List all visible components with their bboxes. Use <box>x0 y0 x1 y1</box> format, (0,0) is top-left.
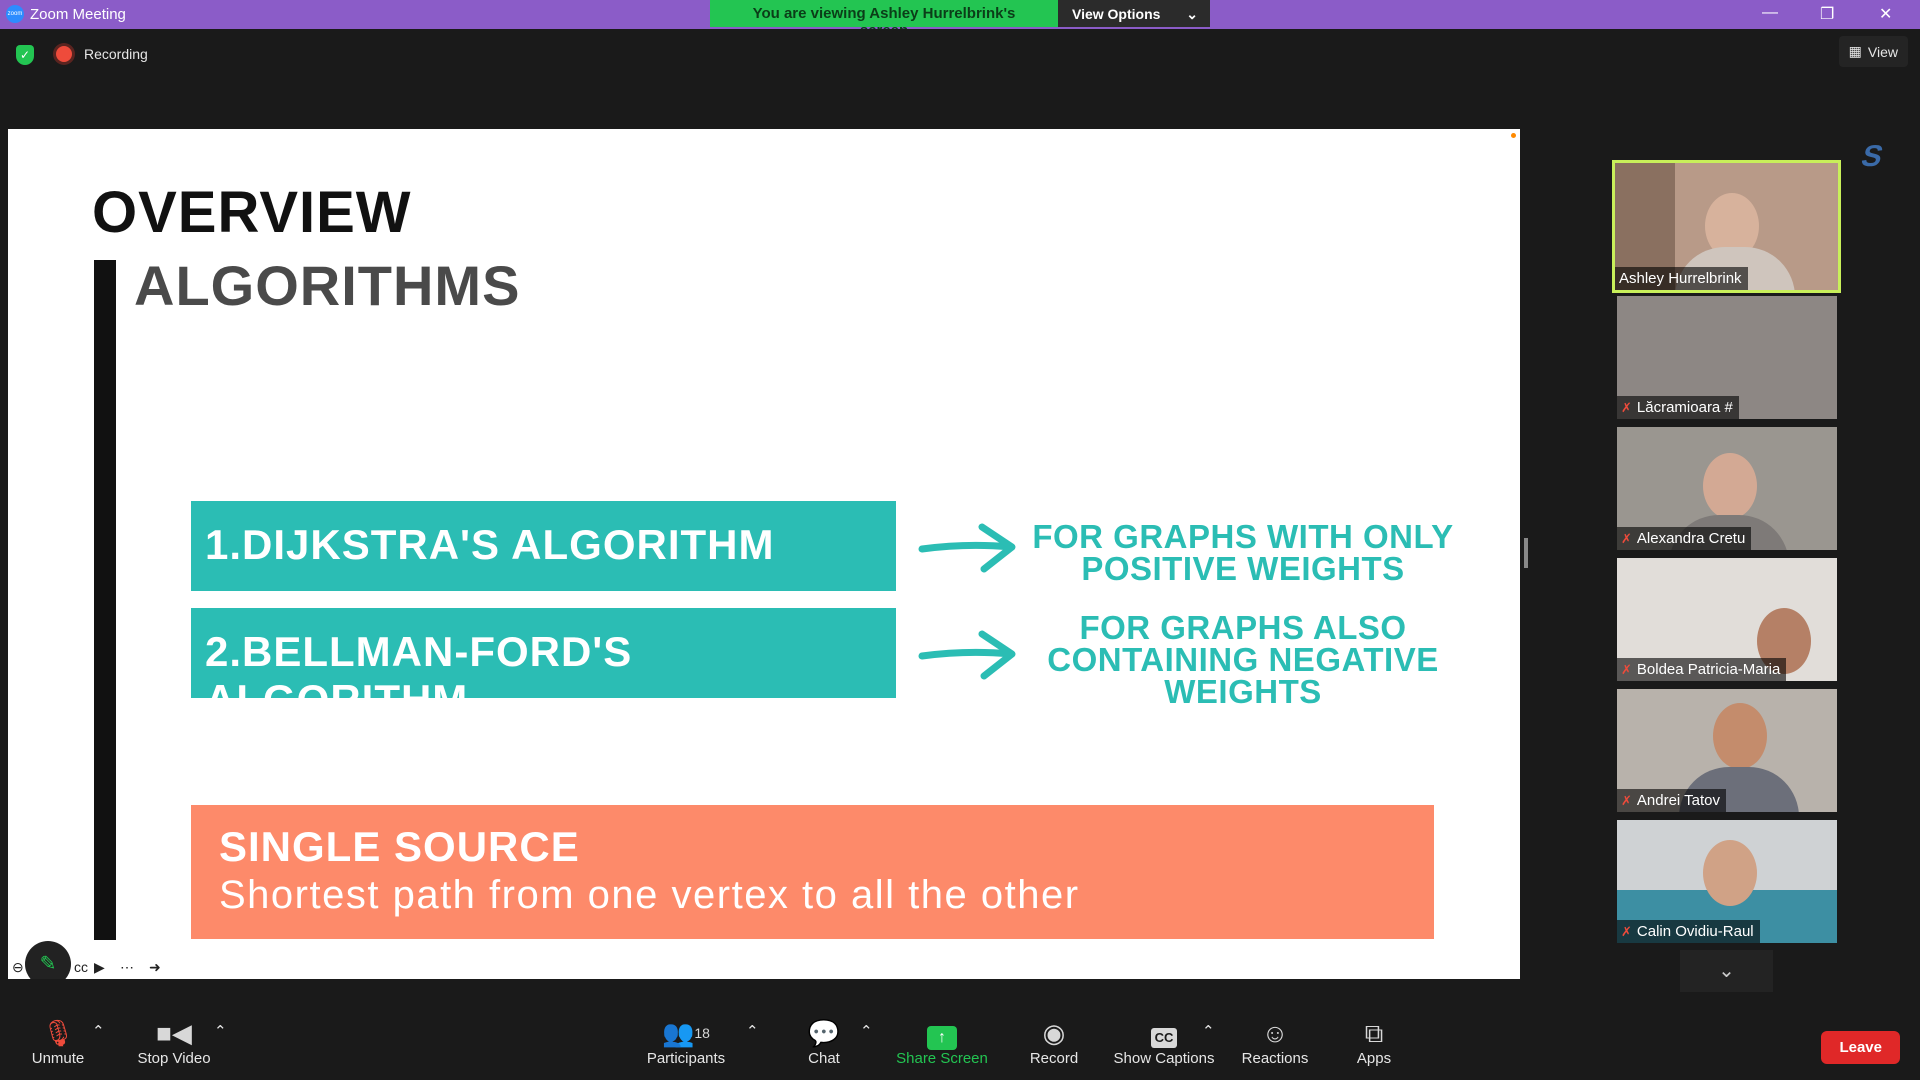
audio-options-caret-icon[interactable]: ⌃ <box>92 1023 105 1040</box>
show-captions-label: Show Captions <box>1113 1050 1215 1067</box>
recording-label: Recording <box>84 46 148 62</box>
recording-indicator[interactable]: Recording <box>56 46 148 62</box>
view-options-button[interactable]: View Options ⌄ <box>1058 0 1210 27</box>
participant-name: ✗ Andrei Tatov <box>1617 789 1727 812</box>
shared-screen-slide: OVERVIEW ALGORITHMS 1.DIJKSTRA'S ALGORIT… <box>8 129 1520 979</box>
stop-video-button[interactable]: ■◀ Stop Video <box>134 1016 214 1067</box>
video-tile[interactable]: Ashley Hurrelbrink <box>1612 160 1841 293</box>
app-title: zoom Zoom Meeting <box>6 5 126 23</box>
stop-video-label: Stop Video <box>137 1050 211 1067</box>
chat-button[interactable]: 💬 Chat <box>800 1016 848 1067</box>
pen-tool-icon[interactable]: ✎ <box>25 941 71 979</box>
participant-name: Ashley Hurrelbrink <box>1615 267 1748 290</box>
captions-icon[interactable]: cc <box>74 959 88 975</box>
minimize-icon[interactable]: — <box>1762 4 1778 21</box>
video-tile[interactable]: ✗ Boldea Patricia-Maria <box>1617 558 1837 681</box>
slide-vertical-bar <box>94 260 116 940</box>
security-shield-icon[interactable]: ✓ <box>16 45 34 65</box>
panel-splitter[interactable] <box>1524 538 1528 568</box>
record-icon: ◉ <box>1042 1018 1066 1048</box>
view-button[interactable]: ▦ View <box>1838 36 1908 67</box>
title-bar: zoom Zoom Meeting You are viewing Ashley… <box>0 0 1920 39</box>
share-screen-label: Share Screen <box>896 1050 988 1067</box>
gallery-scroll-down-button[interactable]: ⌄ <box>1680 950 1773 992</box>
participants-button[interactable]: 👥18 Participants <box>644 1016 728 1067</box>
restore-icon[interactable]: ❐ <box>1820 6 1835 23</box>
mic-muted-icon: ✗ <box>1621 399 1632 415</box>
participants-caret-icon[interactable]: ⌃ <box>746 1023 759 1040</box>
meeting-toolbar: 🎙 Unmute ⌃ ■◀ Stop Video ⌃ 👥18 Participa… <box>0 1000 1920 1080</box>
record-button[interactable]: ◉ Record <box>1028 1016 1080 1067</box>
video-tile[interactable]: ✗ Calin Ovidiu-Raul <box>1617 820 1837 943</box>
window-title: Zoom Meeting <box>30 5 126 23</box>
chat-label: Chat <box>808 1050 840 1067</box>
more-options-icon[interactable]: ⋯ <box>120 959 134 975</box>
participant-name: ✗ Lăcramioara # <box>1617 396 1739 419</box>
arrow-right-icon <box>918 630 1016 680</box>
mic-muted-icon: ✗ <box>1621 661 1632 677</box>
participant-name: ✗ Calin Ovidiu-Raul <box>1617 920 1760 943</box>
chat-bubble-icon: 💬 <box>807 1018 841 1048</box>
closed-captions-icon: CC <box>1150 1028 1178 1048</box>
grid-view-icon: ▦ <box>1848 43 1862 59</box>
video-tile[interactable]: ✗ Alexandra Cretu <box>1617 427 1837 550</box>
sharing-indicator-dot <box>1511 133 1516 138</box>
view-options-label: View Options <box>1072 6 1161 22</box>
app-logo-icon: S <box>1857 140 1887 173</box>
algorithm-2-box: 2.BELLMAN-FORD'S ALGORITHM <box>191 608 896 723</box>
viewing-banner-text: You are viewing Ashley Hurrelbrink's scr… <box>710 0 1058 39</box>
algorithm-1-box: 1.DIJKSTRA'S ALGORITHM <box>191 501 896 591</box>
chevron-down-icon: ⌄ <box>1718 960 1735 982</box>
video-tile[interactable]: ✗ Andrei Tatov <box>1617 689 1837 812</box>
participants-count: 18 <box>694 1025 710 1041</box>
slide-title: OVERVIEW <box>92 180 412 245</box>
reaction-smiley-icon: ☺ <box>1261 1018 1289 1048</box>
participants-icon: 👥18 <box>662 1018 710 1048</box>
reactions-button[interactable]: ☺ Reactions <box>1238 1016 1312 1067</box>
recording-dot-icon <box>56 46 72 62</box>
single-source-box: SINGLE SOURCE Shortest path from one ver… <box>191 805 1434 939</box>
reactions-label: Reactions <box>1241 1050 1309 1067</box>
record-label: Record <box>1029 1050 1079 1067</box>
video-options-caret-icon[interactable]: ⌃ <box>214 1023 227 1040</box>
show-captions-button[interactable]: CC Show Captions <box>1112 1016 1216 1067</box>
previous-slide-icon[interactable]: ⊖ <box>12 959 24 975</box>
apps-button[interactable]: ⧉ Apps <box>1354 1016 1394 1067</box>
unmute-button[interactable]: 🎙 Unmute <box>26 1016 90 1067</box>
mic-muted-icon: ✗ <box>1621 530 1632 546</box>
leave-button[interactable]: Leave <box>1821 1031 1900 1064</box>
video-camera-icon: ■◀ <box>156 1018 192 1048</box>
mic-muted-icon: ✗ <box>1621 792 1632 808</box>
next-slide-icon[interactable]: ➜ <box>149 959 161 975</box>
captions-caret-icon[interactable]: ⌃ <box>1202 1023 1215 1040</box>
viewing-banner: You are viewing Ashley Hurrelbrink's scr… <box>710 0 1210 39</box>
chevron-down-icon: ⌄ <box>1186 6 1198 22</box>
apps-grid-icon: ⧉ <box>1364 1018 1384 1048</box>
share-screen-button[interactable]: ↑ Share Screen <box>896 1016 988 1067</box>
mic-muted-icon: ✗ <box>1621 923 1632 939</box>
zoom-logo-icon: zoom <box>6 5 24 23</box>
algorithm-2-note: FOR GRAPHS ALSO CONTAINING NEGATIVE WEIG… <box>1047 609 1439 710</box>
participant-name: ✗ Alexandra Cretu <box>1617 527 1752 550</box>
video-tile[interactable]: ✗ Lăcramioara # <box>1617 296 1837 419</box>
video-off-icon[interactable]: ▶ <box>94 959 105 975</box>
single-source-description: Shortest path from one vertex to all the… <box>219 873 1080 917</box>
participant-name: ✗ Boldea Patricia-Maria <box>1617 658 1787 681</box>
view-label: View <box>1867 43 1898 60</box>
slide-subtitle: ALGORITHMS <box>134 254 521 317</box>
slide-controls: ⊖ ✎ cc ▶ ⋯ ➜ <box>8 941 178 979</box>
participants-label: Participants <box>646 1050 726 1067</box>
chat-caret-icon[interactable]: ⌃ <box>860 1023 873 1040</box>
close-icon[interactable]: ✕ <box>1879 6 1893 23</box>
mic-muted-icon: 🎙 <box>41 1018 75 1048</box>
apps-label: Apps <box>1356 1050 1392 1067</box>
share-screen-arrow-icon: ↑ <box>927 1026 957 1050</box>
unmute-label: Unmute <box>31 1050 85 1067</box>
single-source-title: SINGLE SOURCE <box>219 823 580 870</box>
arrow-right-icon <box>918 523 1016 573</box>
algorithm-1-note: FOR GRAPHS WITH ONLY POSITIVE WEIGHTS <box>1032 518 1454 587</box>
meeting-top-bar: ✓ Recording ▦ View <box>0 29 1920 129</box>
